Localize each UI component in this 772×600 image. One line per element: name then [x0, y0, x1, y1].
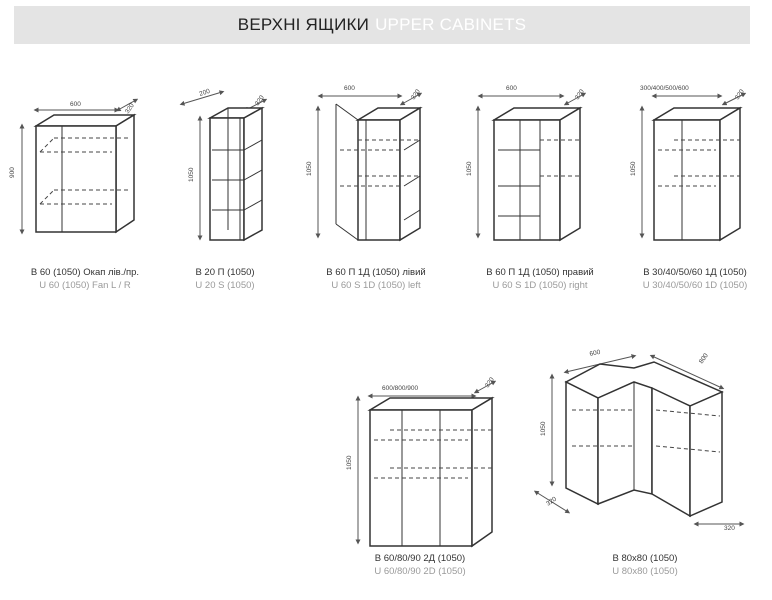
caption-en: U 60/80/90 2D (1050) [374, 566, 466, 577]
caption-cabinet-1: В 60 (1050) Окап лів./пр. U 60 (1050) Fa… [20, 266, 150, 292]
dim-height-text: 1050 [346, 455, 353, 470]
dim-width-text: 600 [506, 85, 517, 92]
caption-en: U 60 (1050) Fan L / R [39, 280, 131, 291]
caption-cabinet-3: В 60 П 1Д (1050) лівий U 60 S 1D (1050) … [316, 266, 436, 292]
caption-en: U 60 S 1D (1050) left [331, 280, 421, 291]
caption-ua: В 30/40/50/60 1Д (1050) [643, 267, 747, 278]
caption-ua: В 60 П 1Д (1050) правий [486, 267, 594, 278]
caption-ua: В 60/80/90 2Д (1050) [374, 553, 466, 564]
caption-cabinet-2: В 20 П (1050) U 20 S (1050) [180, 266, 270, 292]
dim-width-text: 600 [589, 349, 601, 358]
caption-ua: В 60 П 1Д (1050) лівий [326, 267, 426, 278]
caption-en: U 60 S 1D (1050) right [492, 280, 588, 291]
cabinet-u60-s1d-right-drawing: 600 320 1050 [466, 85, 587, 242]
dim-height-text: 1050 [630, 161, 637, 176]
cabinet-u60-s1d-left-drawing: 600 320 1050 [306, 85, 423, 242]
cabinet-u20-shelf-drawing: 200 320 1050 [179, 88, 268, 242]
dim-height-text: 1050 [540, 421, 547, 436]
caption-en: U 80x80 (1050) [612, 566, 678, 577]
cabinet-u60-fan-drawing: 600 320 900 [9, 98, 139, 235]
caption-cabinet-4: В 60 П 1Д (1050) правий U 60 S 1D (1050)… [474, 266, 606, 292]
dim-height-text: 1050 [306, 161, 313, 176]
dim-width-text: 600 [344, 85, 355, 92]
cabinet-u60-90-2d-drawing: 600/800/900 320 1050 [346, 376, 497, 548]
dim-width2-text: 800 [698, 352, 710, 365]
dim-depth-text: 320 [410, 88, 422, 101]
caption-cabinet-5: В 30/40/50/60 1Д (1050) U 30/40/50/60 1D… [632, 266, 758, 292]
cabinet-u30-60-1d-drawing: 300/400/500/600 320 1050 [630, 85, 747, 242]
dim-depth-text: 320 [254, 94, 266, 107]
dim-height-text: 1050 [466, 161, 473, 176]
caption-ua: В 60 (1050) Окап лів./пр. [30, 267, 140, 278]
caption-en: U 20 S (1050) [195, 280, 255, 291]
dim-height-text: 900 [9, 167, 16, 178]
dim-depth-text: 320 [545, 495, 558, 507]
dim-depth-text: 320 [484, 376, 496, 389]
cabinet-u80x80-corner-drawing: 600 800 1050 320 320 [533, 349, 745, 532]
dim-width-text: 600 [70, 101, 81, 108]
caption-cabinet-7: В 80x80 (1050) U 80x80 (1050) [590, 552, 700, 578]
dim-width-text: 200 [198, 88, 211, 98]
dim-depth2-text: 320 [724, 525, 735, 532]
dim-depth-text: 320 [574, 88, 586, 101]
caption-ua: В 20 П (1050) [195, 267, 255, 278]
title-ukrainian: ВЕРХНІ ЯЩИКИ [237, 15, 370, 34]
caption-ua: В 80x80 (1050) [612, 553, 678, 564]
caption-cabinet-6: В 60/80/90 2Д (1050) U 60/80/90 2D (1050… [360, 552, 480, 578]
title-english: UPPER CABINETS [375, 15, 527, 34]
page-header: ВЕРХНІ ЯЩИКИ UPPER CABINETS [14, 6, 750, 44]
caption-en: U 30/40/50/60 1D (1050) [642, 280, 748, 291]
dim-depth-text: 320 [124, 102, 136, 115]
dim-width-text: 300/400/500/600 [640, 85, 689, 92]
dim-width-text: 600/800/900 [382, 385, 419, 392]
dim-height-text: 1050 [188, 167, 195, 182]
dim-depth-text: 320 [734, 88, 746, 101]
